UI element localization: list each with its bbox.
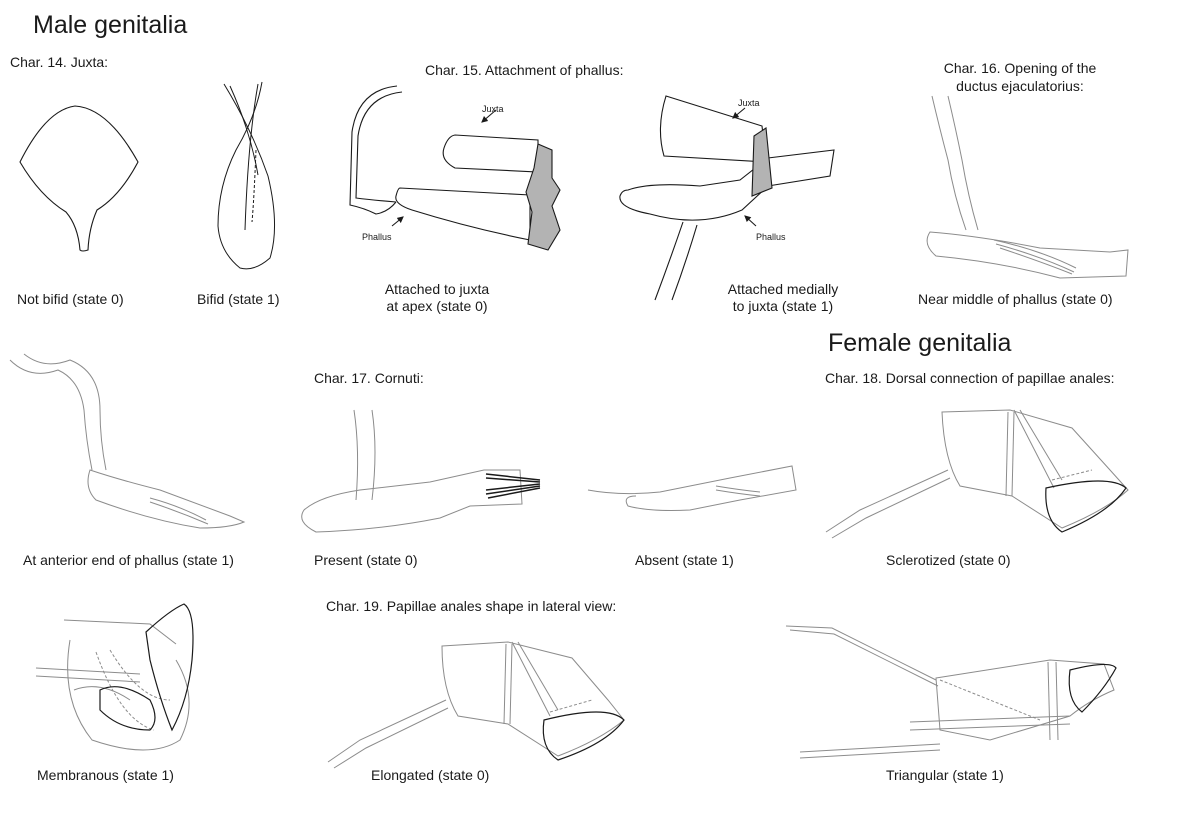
phallus-attachment-medial-figure: [620, 96, 834, 300]
juxta-bifid-figure: [218, 82, 275, 269]
papillae-sclerotized-figure: [826, 410, 1128, 538]
papillae-elongated-figure: [328, 642, 624, 768]
papillae-membranous-figure: [36, 604, 193, 750]
ductus-near-middle-figure: [927, 96, 1128, 278]
cornuti-absent-figure: [588, 466, 796, 511]
cornuti-present-figure: [302, 410, 540, 532]
phallus-attachment-apex-figure: [350, 86, 560, 250]
juxta-not-bifid-figure: [20, 106, 138, 251]
ductus-anterior-end-figure: [10, 354, 244, 528]
papillae-triangular-figure: [786, 626, 1116, 758]
